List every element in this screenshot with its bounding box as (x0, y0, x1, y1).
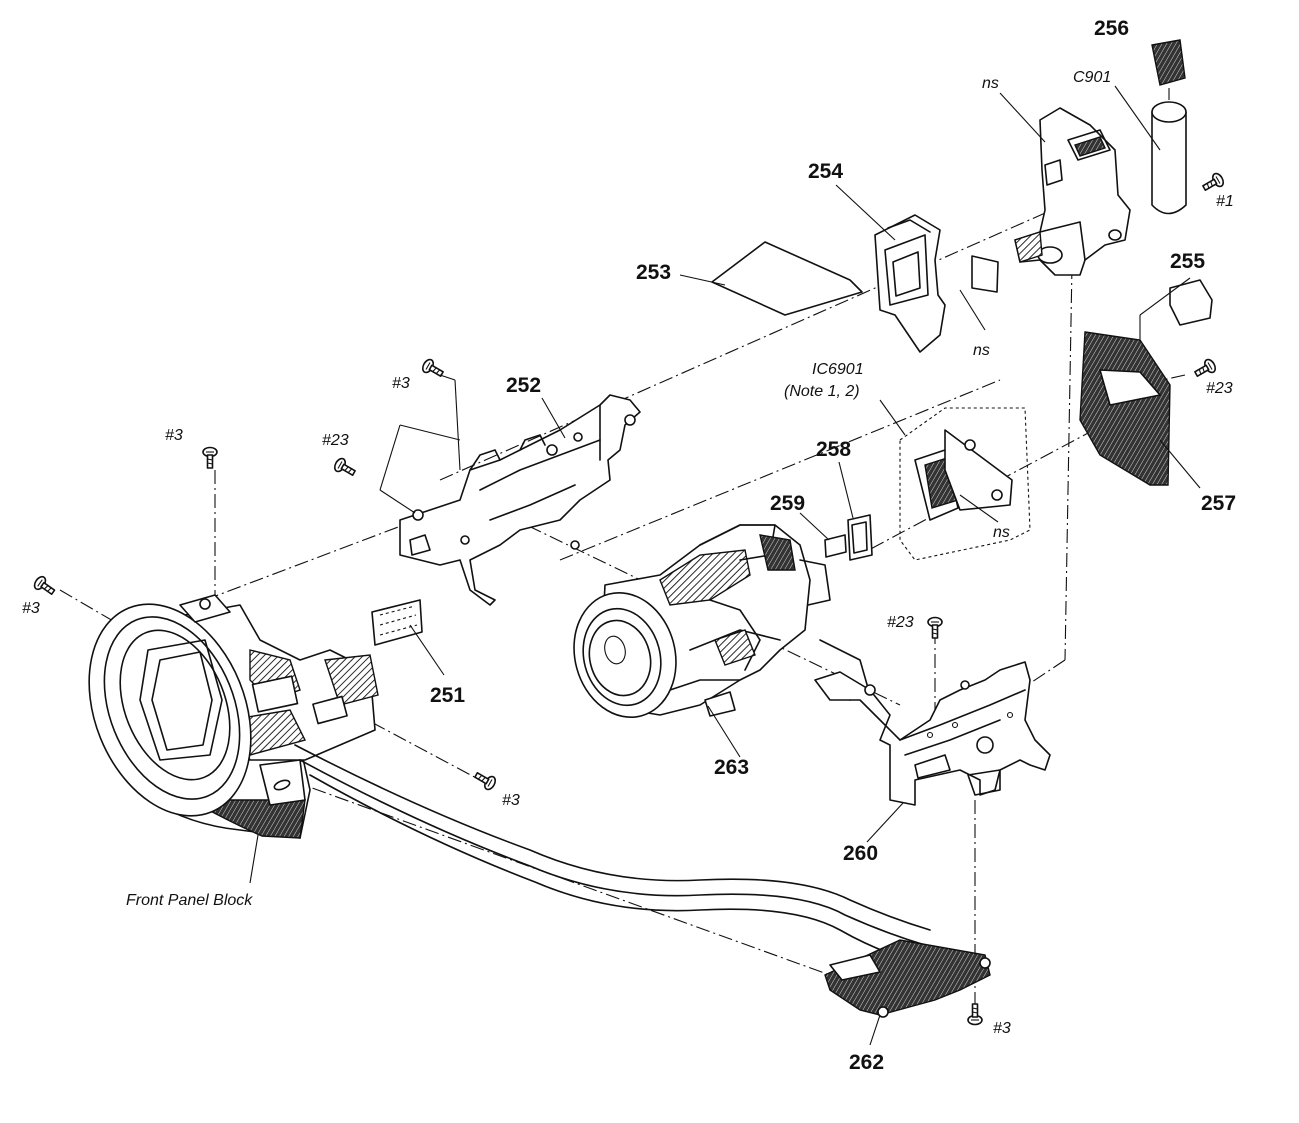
part-255 (1169, 279, 1213, 326)
part-number-258: 258 (816, 438, 851, 461)
label-note: (Note 1, 2) (784, 383, 860, 400)
part-262-board (824, 939, 991, 1018)
part-number-256: 256 (1094, 17, 1129, 40)
front-panel-block (88, 594, 379, 839)
part-number-262: 262 (849, 1051, 884, 1074)
annotations: C901 ns ns ns IC6901 (Note 1, 2) Front P… (126, 69, 1111, 909)
label-c901: C901 (1073, 69, 1111, 86)
part-number-257: 257 (1201, 492, 1236, 515)
part-251-piece (371, 599, 423, 646)
screw-icon (31, 573, 58, 599)
screw-icon (419, 356, 447, 381)
part-number-260: 260 (843, 842, 878, 865)
screw-callout-23: #23 (1206, 380, 1233, 397)
label-ns: ns (973, 342, 990, 359)
part-number-255: 255 (1170, 250, 1205, 273)
screw-icon (1191, 356, 1219, 381)
part-254-frame (874, 214, 999, 353)
screw-icon (331, 455, 359, 480)
screw-callout-23: #23 (322, 432, 349, 449)
c901-capacitor (1151, 88, 1187, 215)
screw-callout-3: #3 (993, 1020, 1011, 1037)
part-number-251: 251 (430, 684, 465, 707)
part-number-254: 254 (808, 160, 843, 183)
screw-icon (1199, 170, 1227, 195)
label-ns: ns (982, 75, 999, 92)
part-number-263: 263 (714, 756, 749, 779)
part-number-259: 259 (770, 492, 805, 515)
flex-cable (294, 744, 931, 963)
part-257 (1079, 331, 1171, 486)
leader-lines (249, 85, 1201, 1046)
ns-bracket-top (1014, 107, 1131, 276)
part-numbers: 256 254 253 255 252 258 259 257 251 263 … (430, 17, 1236, 1074)
screw-callout-3: #3 (502, 792, 520, 809)
part-number-252: 252 (506, 374, 541, 397)
label-ic6901: IC6901 (812, 361, 864, 378)
screw-callout-23: #23 (887, 614, 914, 631)
screw-callout-3: #3 (165, 427, 183, 444)
label-ns: ns (993, 524, 1010, 541)
screw-callout-1: #1 (1216, 193, 1234, 210)
ic6901-region (899, 407, 1031, 561)
screw-callouts: #3 #3 #3 #23 #3 #23 #23 #1 #3 (22, 193, 1234, 1037)
part-263-lens-unit (573, 524, 871, 719)
part-252-bracket (399, 394, 641, 606)
screw-callout-3: #3 (392, 375, 410, 392)
part-253-sheet (711, 241, 863, 316)
screw-icon (471, 768, 499, 793)
part-number-253: 253 (636, 261, 671, 284)
part-256 (1151, 39, 1186, 86)
part-260-bracket (814, 661, 1051, 806)
screw-icon (967, 1003, 983, 1026)
part-258 (847, 514, 873, 561)
screw-icon (202, 446, 218, 469)
part-259 (824, 534, 847, 558)
screw-callout-3: #3 (22, 600, 40, 617)
screw-icon (927, 616, 943, 639)
label-front-panel-block: Front Panel Block (126, 892, 253, 909)
